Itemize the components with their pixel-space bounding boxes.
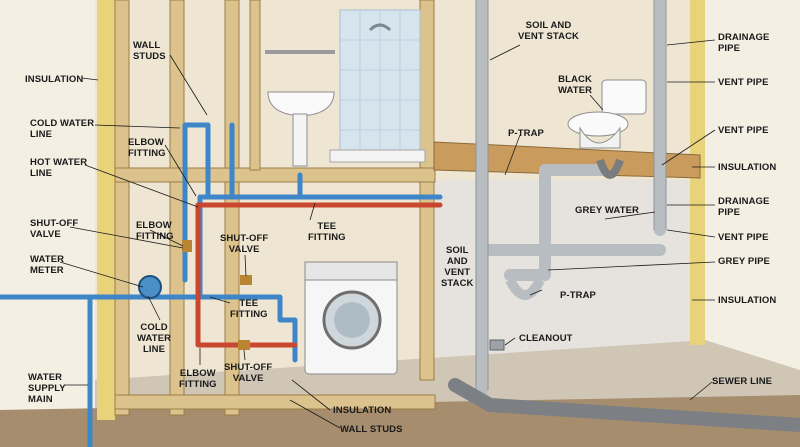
label-vent-pipe-top: VENT PIPE	[718, 77, 769, 88]
label-cleanout: CLEANOUT	[519, 333, 573, 344]
label-insulation-right-bottom: INSULATION	[718, 295, 777, 306]
label-hot-water-line: HOT WATER LINE	[30, 157, 88, 179]
label-grey-water: GREY WATER	[575, 205, 639, 216]
wood-framing	[114, 0, 436, 416]
shower-base	[329, 149, 426, 163]
label-drainage-pipe-mid: DRAINAGE PIPE	[718, 196, 770, 218]
label-shut-off-valve-left: SHUT-OFF VALVE	[30, 218, 79, 240]
label-elbow-fitting-mid: ELBOW FITTING	[136, 220, 174, 242]
label-shut-off-valve-bottom: SHUT-OFF VALVE	[224, 362, 273, 384]
toilet-tank	[601, 79, 647, 115]
label-water-supply-main: WATER SUPPLY MAIN	[28, 372, 66, 405]
label-tee-fitting-mid: TEE FITTING	[230, 298, 268, 320]
shut-off-valve-washer	[240, 275, 252, 285]
label-elbow-fitting-top: ELBOW FITTING	[128, 137, 166, 159]
label-cold-water-line-bottom: COLD WATER LINE	[137, 322, 172, 355]
label-soil-vent-stack-mid: SOIL AND VENT STACK	[441, 245, 474, 289]
label-shut-off-valve-mid: SHUT-OFF VALVE	[220, 233, 269, 255]
p-trap-washer	[505, 277, 545, 300]
p-trap-toilet	[596, 158, 624, 179]
label-wall-studs-top: WALL STUDS	[133, 40, 166, 62]
label-insulation-right: INSULATION	[718, 162, 777, 173]
shut-off-valve	[182, 240, 192, 252]
bathroom-floor	[433, 141, 701, 179]
hot-water-pipes	[195, 202, 443, 348]
label-elbow-fitting-bottom: ELBOW FITTING	[179, 368, 217, 390]
label-grey-pipe: GREY PIPE	[718, 256, 770, 267]
left-wall-insulation	[97, 0, 115, 420]
label-wall-studs-bottom: WALL STUDS	[340, 424, 403, 435]
cleanout-cap	[489, 339, 505, 351]
label-drainage-pipe-top: DRAINAGE PIPE	[718, 32, 770, 54]
label-vent-pipe-mid: VENT PIPE	[718, 125, 769, 136]
label-soil-vent-stack-top: SOIL AND VENT STACK	[518, 20, 579, 42]
drain-vent-pipes	[476, 0, 666, 396]
label-insulation-bottom: INSULATION	[333, 405, 392, 416]
label-p-trap-bottom: P-TRAP	[560, 290, 596, 301]
toilet-bowl	[567, 111, 629, 137]
label-water-meter: WATER METER	[30, 254, 65, 276]
label-p-trap-top: P-TRAP	[508, 128, 544, 139]
shut-off-valve-hot	[238, 340, 250, 350]
label-insulation-left: INSULATION	[25, 74, 84, 85]
label-tee-fitting-top: TEE FITTING	[308, 221, 346, 243]
label-vent-pipe-bottom: VENT PIPE	[718, 232, 769, 243]
water-meter	[138, 275, 162, 299]
label-cold-water-line: COLD WATER LINE	[30, 118, 95, 140]
sewer-line-pipe	[448, 378, 800, 432]
label-black-water: BLACK WATER	[558, 74, 593, 96]
label-sewer-line: SEWER LINE	[712, 376, 773, 387]
